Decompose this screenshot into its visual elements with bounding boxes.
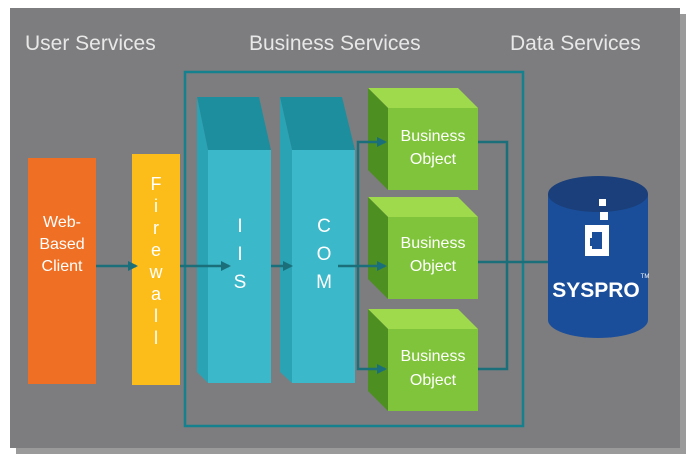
iis-letter: S (234, 272, 247, 293)
client-label-line3: Client (42, 258, 83, 275)
com-letter: O (317, 244, 332, 265)
com-letter: C (317, 216, 331, 237)
firewall-letter: w (149, 262, 164, 282)
client-label-line1: Web- (43, 214, 81, 231)
web-based-client: Web- Based Client (28, 158, 96, 384)
iis-pillar: I I S (197, 97, 271, 383)
firewall-letter: i (154, 196, 158, 216)
syspro-logo-icon (585, 199, 609, 256)
iis-letter: I (237, 244, 242, 265)
business-services-frame (183, 70, 525, 428)
arrow-com-to-object-1 (356, 137, 387, 266)
business-object-label-line1: Business (401, 235, 466, 252)
com-pillar: C O M (280, 97, 355, 383)
database-label: SYSPRO (552, 279, 640, 302)
firewall-letter: F (151, 174, 162, 194)
client-label-line2: Based (39, 236, 84, 253)
heading-data-services: Data Services (510, 32, 641, 55)
business-object-label-line1: Business (401, 128, 466, 145)
heading-user-services: User Services (25, 32, 156, 55)
firewall: F i r e w a l l (132, 154, 180, 385)
connectors (96, 137, 562, 374)
com-letter: M (316, 272, 332, 293)
business-object-3: Business Object (368, 309, 478, 411)
syspro-database: SYSPRO TM (548, 176, 649, 338)
business-object-label-line2: Object (410, 151, 457, 168)
firewall-letter: l (154, 328, 158, 348)
business-object-1: Business Object (368, 88, 478, 190)
firewall-letter: e (151, 240, 161, 260)
heading-business-services: Business Services (249, 32, 421, 55)
trademark-symbol: TM (641, 274, 650, 280)
business-object-label-line2: Object (410, 258, 457, 275)
business-object-label-line2: Object (410, 372, 457, 389)
object-bus-line (478, 140, 509, 371)
iis-letter: I (237, 216, 242, 237)
arrow-com-to-object-3 (356, 266, 387, 374)
firewall-letter: l (154, 306, 158, 326)
firewall-letter: a (151, 284, 162, 304)
firewall-letter: r (153, 218, 159, 238)
business-object-2: Business Object (368, 197, 478, 299)
business-object-label-line1: Business (401, 348, 466, 365)
